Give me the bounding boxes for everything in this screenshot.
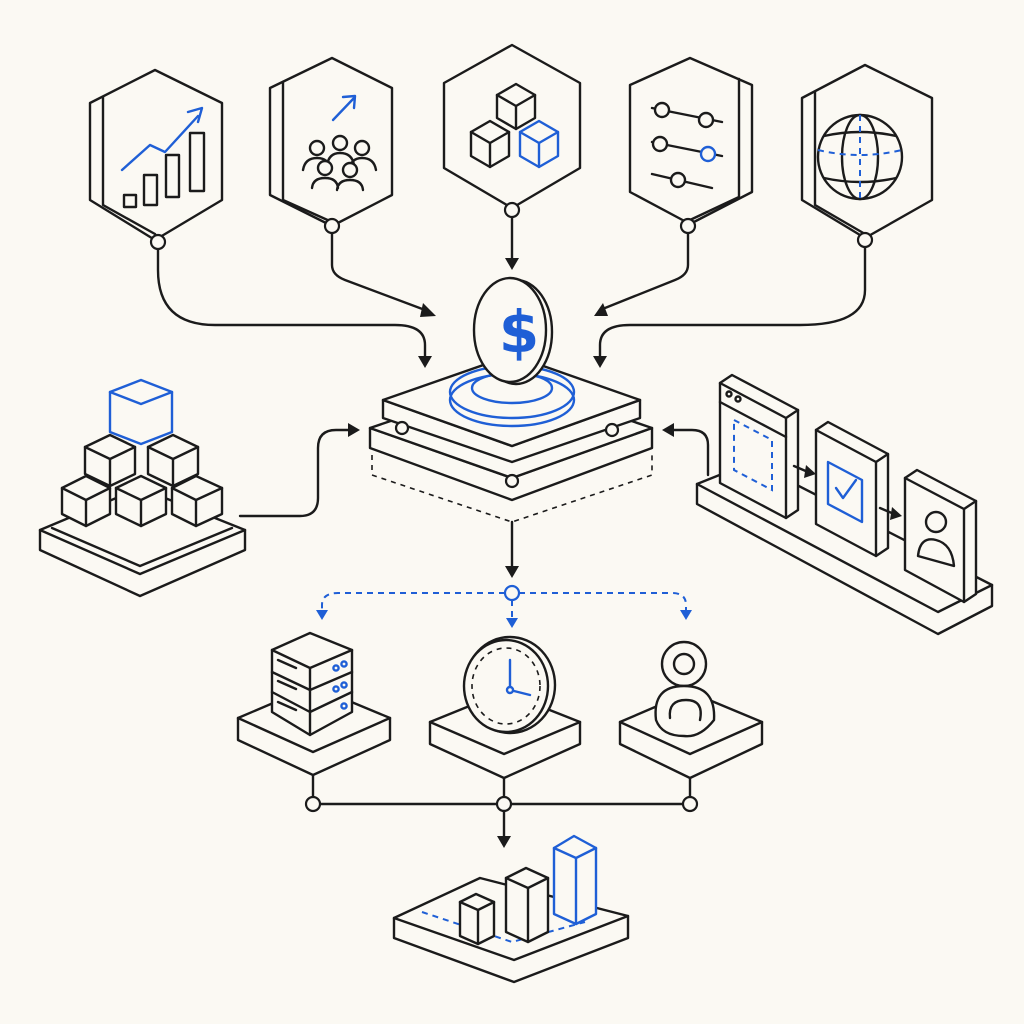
team-growth-icon [301,94,378,192]
sliders-icon [650,101,724,190]
connectors-top [156,210,867,368]
analytics-platform-module [392,834,630,984]
coin-symbol: $ [499,298,539,366]
connectors-merge [304,773,699,848]
central-hub: $ [368,276,654,523]
connectors-bottom [316,520,692,628]
workflow-cards-module [662,373,994,636]
cube-stack-icon [469,82,560,169]
growth-chart-icon [120,106,206,209]
server-rack-icon [270,631,354,737]
hex-module-globe [800,63,934,249]
hex-module-cubes [442,43,582,219]
bar-chart-platform-icon [458,834,598,946]
hex-module-team [268,56,394,235]
clock-icon [462,635,557,735]
workflow-card-window [718,373,800,520]
clock-module [428,635,582,780]
globe-icon [816,113,904,201]
hex-module-growth [88,68,224,251]
user-shield-icon [654,640,716,738]
workflow-card-check [814,420,890,558]
hex-module-sliders [628,56,754,235]
block-pyramid-module [38,378,360,598]
user-shield-module [618,640,764,780]
workflow-card-profile [903,468,978,604]
server-rack-module [236,631,392,777]
block-pyramid-icon [60,378,224,528]
dollar-coin-icon: $ [472,276,554,386]
